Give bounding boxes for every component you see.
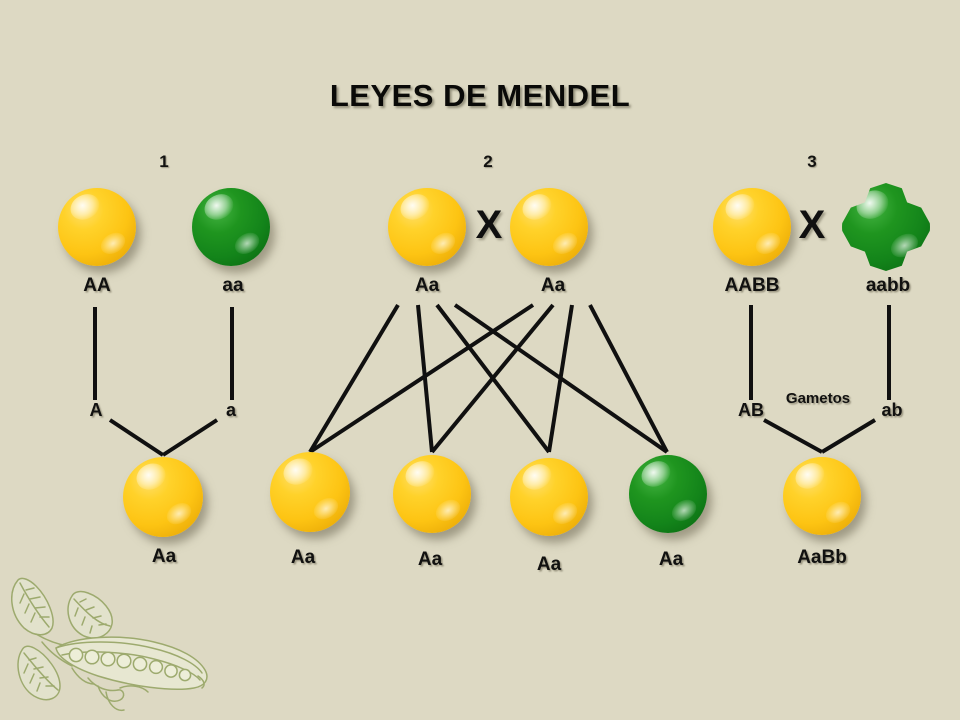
label-g3-parent-AABB: AABB: [724, 275, 780, 296]
label-g3-offspring-AaBb: AaBb: [797, 547, 847, 568]
label-g3-gamete-ab: ab: [881, 400, 903, 420]
line-g2-right-to-child2: [430, 303, 555, 454]
label-g1-gamete-a: a: [225, 400, 237, 420]
pea-g3-parent-aabb-wrinkled: [842, 183, 930, 271]
label-g2-offspring-4: Aa: [658, 549, 684, 570]
group-number-2: 2: [483, 152, 493, 171]
line-g2-right-to-child1: [308, 303, 535, 454]
line-g1-a-to-offspring: [161, 418, 219, 457]
group-number-1: 1: [159, 152, 169, 171]
label-g1-gamete-A: A: [89, 400, 103, 420]
pea-g3-parent-AABB: [713, 188, 791, 266]
cross-symbol-group-2: X: [475, 203, 503, 247]
cross-symbol-group-3: X: [798, 203, 826, 247]
pea-g2-parent-right-Aa: [510, 188, 588, 266]
label-g2-offspring-3: Aa: [536, 554, 562, 575]
pea-plant-illustration: [11, 577, 208, 712]
pea-g1-parent-aa: [192, 188, 270, 266]
pea-g2-offspring-4: [629, 455, 707, 533]
line-g2-left-to-child4: [453, 303, 669, 454]
pea-g2-offspring-2: [393, 455, 471, 533]
line-g2-left-to-child2: [416, 304, 434, 453]
label-g3-parent-aabb: aabb: [865, 275, 911, 296]
label-gametos: Gametos: [785, 390, 851, 407]
label-g1-parent-AA: AA: [83, 275, 111, 296]
pea-g2-offspring-3: [510, 458, 588, 536]
pea-g2-parent-left-Aa: [388, 188, 466, 266]
group-number-3: 3: [807, 152, 817, 171]
line-g2-right-to-child3: [547, 304, 574, 453]
label-g2-parent-right-Aa: Aa: [540, 275, 566, 296]
label-g2-offspring-2: Aa: [417, 549, 443, 570]
label-g2-offspring-1: Aa: [290, 547, 316, 568]
page-title: LEYES DE MENDEL: [329, 78, 631, 113]
pea-g2-offspring-1: [270, 452, 350, 532]
pea-g1-parent-AA: [58, 188, 136, 266]
label-g1-parent-aa: aa: [222, 275, 244, 296]
line-g3-ab-to-offspring: [820, 418, 877, 454]
line-g3-AB-to-offspring: [763, 418, 823, 454]
line-g2-left-to-child1: [308, 303, 400, 454]
pea-g3-offspring-AaBb: [783, 457, 861, 535]
pea-g1-offspring-Aa: [123, 457, 203, 537]
label-g2-parent-left-Aa: Aa: [414, 275, 440, 296]
line-g2-right-to-child4: [588, 304, 669, 453]
line-g2-left-to-child3: [435, 303, 551, 454]
label-g3-gamete-AB: AB: [738, 400, 764, 420]
line-g1-A-to-offspring: [108, 418, 165, 457]
label-g1-offspring-Aa: Aa: [151, 546, 177, 567]
